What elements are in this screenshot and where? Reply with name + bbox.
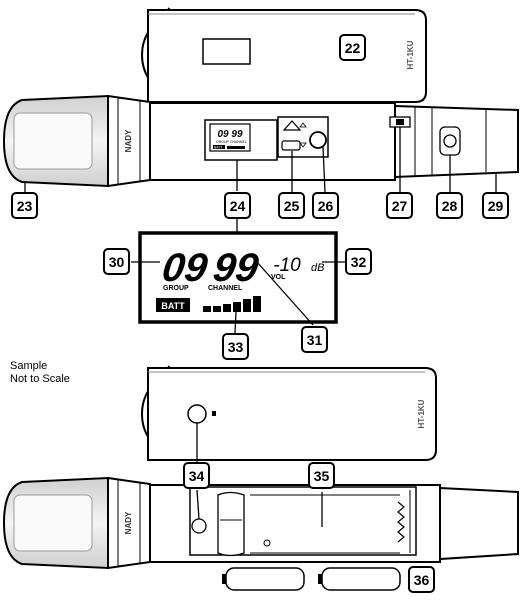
brand-label-bottom: NADY [124, 511, 133, 534]
callout-28: 28 [436, 192, 463, 219]
callout-27: 27 [386, 192, 413, 219]
callout-33: 33 [222, 333, 249, 360]
callout-23: 23 [11, 192, 38, 219]
lcd-group-label: GROUP [163, 285, 189, 292]
battery-icon [225, 567, 305, 591]
scale-note: Sample Not to Scale [10, 360, 70, 386]
callout-31: 31 [301, 326, 328, 353]
lcd-channel-digits: 99 [210, 245, 261, 290]
model-label-bottom: HT-1KU [417, 399, 426, 428]
callout-32: 32 [345, 248, 372, 275]
lcd-vol-label: VOL [271, 274, 286, 281]
callout-24: 24 [224, 192, 251, 219]
leader-lines-top [24, 127, 497, 232]
mini-lcd-group: GROUP [216, 140, 230, 144]
mini-lcd-batt: BATT [214, 146, 222, 150]
up-arrow-icon [282, 120, 302, 131]
battery-cover-sleeve-bottom: HT-1KU [140, 365, 437, 461]
callout-34: 34 [183, 462, 210, 489]
compartment-screw [191, 518, 207, 534]
microphone-body-top: NADY 09 99 GROUP CHANNEL BATT [2, 94, 519, 188]
scale-note-line1: Sample [10, 360, 48, 372]
down-button [281, 140, 301, 151]
battery-icon [321, 567, 401, 591]
leader-lines-lcd [131, 261, 346, 334]
lcd-group-digits: 09 [159, 245, 210, 290]
callout-26: 26 [312, 192, 339, 219]
callout-35: 35 [308, 462, 335, 489]
battery-cover-sleeve-top: HT-1KU [140, 7, 427, 103]
lcd-channel-label: CHANNEL [208, 285, 243, 292]
lcd-volume-value: -10 [273, 255, 301, 276]
set-button-icon [309, 131, 327, 149]
leader-lines-bottom [196, 423, 323, 527]
lcd-volume-unit: dB [311, 262, 324, 274]
brand-label-top: NADY [124, 129, 133, 152]
aa-batteries [222, 567, 401, 591]
lcd-batt-label: BATT [161, 301, 185, 311]
callout-22: 22 [339, 34, 366, 61]
mute-button-icon [443, 134, 457, 148]
callout-30: 30 [103, 248, 130, 275]
model-label-top: HT-1KU [406, 40, 415, 69]
callout-36: 36 [408, 566, 435, 593]
mini-lcd-digits: 09 99 [217, 129, 242, 140]
callout-29: 29 [482, 192, 509, 219]
microphone-body-bottom: NADY [2, 476, 519, 570]
scale-note-line2: Not to Scale [10, 373, 70, 385]
lcd-enlarged: 09 99 -10 dB VOL GROUP CHANNEL BATT [138, 231, 338, 324]
battery-level-bars [203, 296, 261, 312]
mini-lcd-channel: CHANNEL [230, 140, 247, 144]
callout-25: 25 [278, 192, 305, 219]
